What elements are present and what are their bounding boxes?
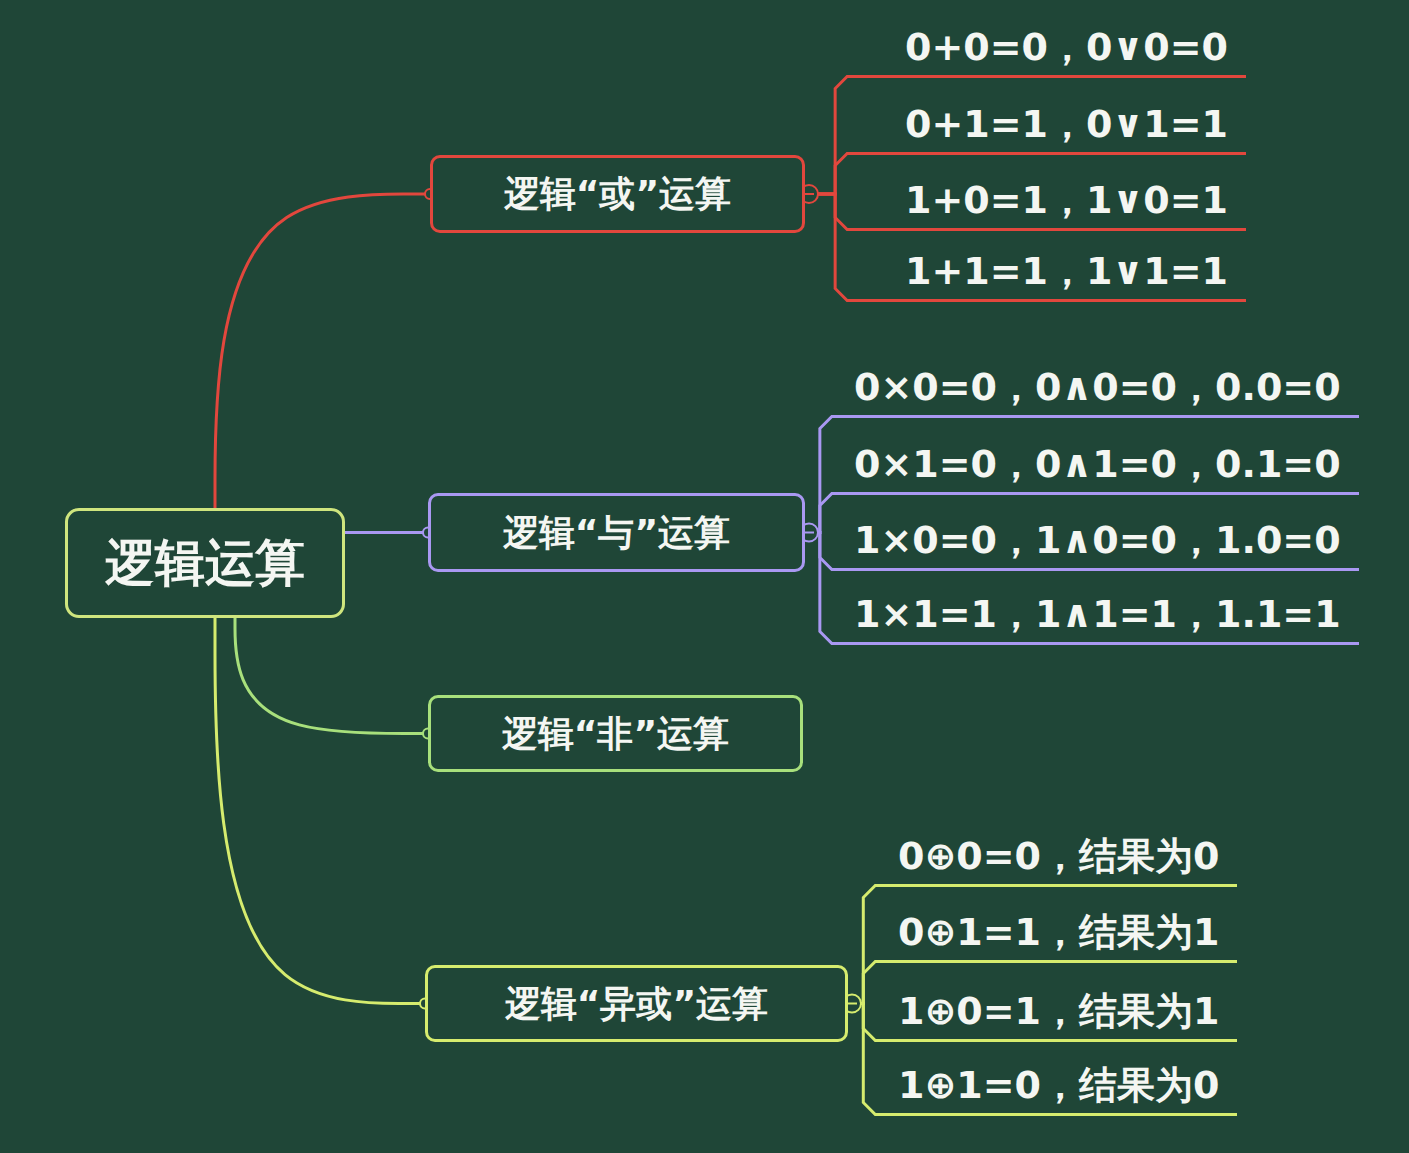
- leaf-topic: 1+1=1，1∨1=1: [872, 248, 1246, 302]
- leaf-topic: 0⊕0=0，结果为0: [882, 833, 1237, 887]
- leaf-topic: 1×0=0，1∧0=0，1.0=0: [838, 517, 1359, 571]
- branch-line: [805, 77, 872, 195]
- topic-text: 0⊕0=0，结果为0: [898, 834, 1219, 880]
- root-topic: 逻辑运算: [65, 508, 345, 618]
- collapse-minus: [847, 1003, 857, 1005]
- topic-text: 1×1=1，1∧1=1，1.1=1: [854, 592, 1341, 638]
- topic-text: 1+0=1，1∨0=1: [905, 178, 1228, 224]
- topic-text: 1⊕0=1，结果为1: [898, 989, 1219, 1035]
- topic-text: 0+0=0，0∨0=0: [905, 25, 1228, 71]
- branch-line: [805, 417, 838, 533]
- leaf-topic: 0×0=0，0∧0=0，0.0=0: [838, 364, 1359, 418]
- topic-text: 0+1=1，0∨1=1: [905, 102, 1228, 148]
- branch-line: [848, 1004, 882, 1115]
- topic-text: 1×0=0，1∧0=0，1.0=0: [854, 518, 1341, 564]
- branch-line: [345, 531, 428, 534]
- collapse-minus: [804, 532, 814, 534]
- branch-topic: 逻辑“与”运算: [428, 493, 805, 572]
- branch-line: [805, 533, 838, 644]
- branch-line: [805, 194, 872, 301]
- topic-text: 1+1=1，1∨1=1: [905, 249, 1228, 295]
- leaf-topic: 1⊕0=1，结果为1: [882, 988, 1237, 1042]
- topic-text: 逻辑运算: [105, 533, 305, 593]
- branch-line: [215, 194, 430, 508]
- leaf-topic: 0+0=0，0∨0=0: [872, 24, 1246, 78]
- branch-line: [235, 618, 428, 734]
- branch-line: [215, 618, 425, 1004]
- leaf-topic: 1⊕1=0，结果为0: [882, 1062, 1237, 1116]
- topic-text: 逻辑“非”运算: [502, 712, 729, 755]
- branch-topic: 逻辑“或”运算: [430, 155, 805, 233]
- topic-text: 逻辑“或”运算: [504, 172, 731, 215]
- collapse-minus: [804, 193, 814, 195]
- branch-line: [848, 886, 882, 1004]
- leaf-topic: 1+0=1，1∨0=1: [872, 177, 1246, 231]
- topic-text: 逻辑“与”运算: [503, 511, 730, 554]
- topic-text: 0×0=0，0∧0=0，0.0=0: [854, 365, 1341, 411]
- branch-topic: 逻辑“异或”运算: [425, 965, 848, 1042]
- topic-text: 1⊕1=0，结果为0: [898, 1063, 1219, 1109]
- leaf-topic: 0⊕1=1，结果为1: [882, 909, 1237, 963]
- leaf-topic: 0+1=1，0∨1=1: [872, 101, 1246, 155]
- leaf-topic: 0×1=0，0∧1=0，0.1=0: [838, 441, 1359, 495]
- topic-text: 0×1=0，0∧1=0，0.1=0: [854, 442, 1341, 488]
- leaf-topic: 1×1=1，1∧1=1，1.1=1: [838, 591, 1359, 645]
- topic-text: 逻辑“异或”运算: [505, 982, 768, 1025]
- topic-text: 0⊕1=1，结果为1: [898, 910, 1219, 956]
- branch-topic: 逻辑“非”运算: [428, 695, 803, 772]
